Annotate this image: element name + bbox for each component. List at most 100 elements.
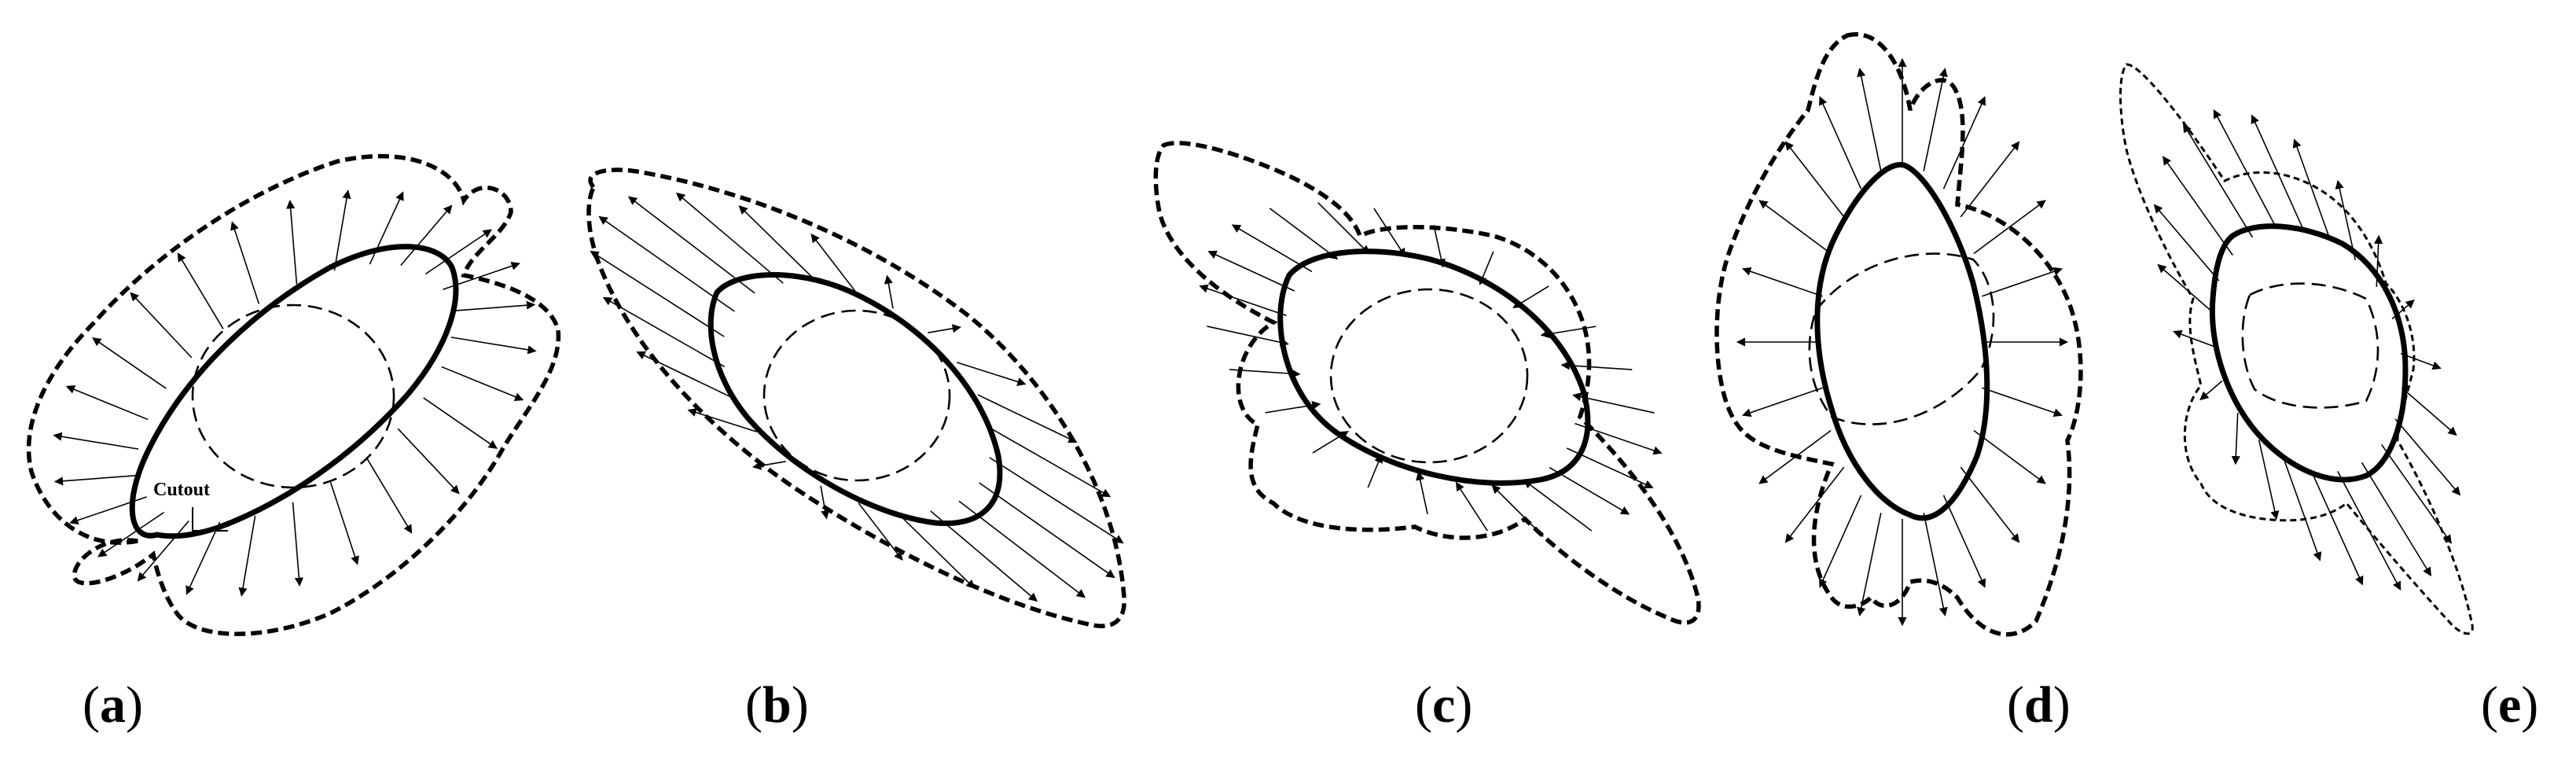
- panel-e-solid-cutout: [2209, 223, 2409, 483]
- stress-vector-arrow: [186, 521, 221, 595]
- stress-vector-arrow: [895, 511, 976, 589]
- stress-vector-arrow: [1857, 513, 1882, 616]
- stress-vector-arrow: [1819, 495, 1862, 588]
- stress-vector-arrow: [2258, 440, 2280, 521]
- stress-vector-arrow: [1784, 466, 1845, 543]
- panel-c-stress-outline: [1153, 141, 1701, 625]
- panel-c-solid-cutout: [1277, 248, 1591, 486]
- stress-vector-arrow: [2283, 459, 2322, 561]
- stress-vector-arrow: [53, 432, 139, 450]
- stress-vector-arrow: [400, 204, 453, 267]
- stress-vector-arrow: [92, 337, 167, 389]
- panel-a-inner-circle: [191, 304, 395, 489]
- stress-vector-arrow: [627, 196, 755, 294]
- stress-vector-arrow: [1923, 513, 1948, 616]
- stress-vector-arrow: [2292, 138, 2332, 241]
- stress-vector-arrow: [1455, 481, 1488, 532]
- panel-e: (e): [2119, 63, 2538, 734]
- stress-vector-arrow: [687, 408, 757, 432]
- stress-vector-arrow: [977, 394, 1078, 443]
- stress-vector-arrow: [1982, 267, 2063, 297]
- stress-vector-arrow: [1199, 284, 1287, 317]
- panel-label-d: (d): [2007, 676, 2071, 734]
- stress-vector-arrow: [2310, 469, 2364, 586]
- cutout-annotation-label: Cutout: [153, 480, 210, 500]
- stress-vector-arrow: [590, 250, 725, 337]
- stress-vector-arrow: [602, 296, 726, 368]
- stress-vector-arrow: [425, 229, 492, 275]
- stress-vector-arrow: [1207, 326, 1289, 347]
- stress-vector-arrow: [810, 234, 856, 292]
- stress-vector-arrow: [2157, 263, 2214, 313]
- panel-label-a: (a): [83, 676, 143, 734]
- panel-e-stress-outline: [2119, 63, 2474, 635]
- stress-vector-arrow: [2199, 380, 2223, 401]
- stress-vector-arrow: [2153, 204, 2220, 281]
- panel-e-vectors: [2153, 109, 2461, 591]
- stress-vector-arrow: [1960, 141, 2020, 218]
- stress-vector-arrow: [1942, 96, 1986, 190]
- stress-vector-arrow: [1758, 200, 1832, 255]
- stress-vector-arrow: [333, 190, 351, 271]
- stress-vector-arrow: [1923, 68, 1948, 171]
- stress-vector-arrow: [2163, 156, 2233, 256]
- stress-vector-arrow: [1373, 208, 1406, 258]
- stress-vector-arrow: [65, 385, 149, 421]
- stress-vector-arrow: [1973, 200, 2046, 255]
- stress-vector-arrow: [2182, 123, 2254, 238]
- stress-vector-arrow: [441, 366, 524, 401]
- stress-vector-arrow: [820, 485, 830, 520]
- stress-vector-arrow: [752, 461, 786, 470]
- panel-c-inner-circle: [1329, 288, 1529, 464]
- stress-vector-arrow: [1269, 208, 1339, 259]
- stress-vector-arrow: [423, 397, 498, 449]
- stress-vector-arrow: [676, 192, 784, 284]
- panel-d-inner-lens: [1808, 252, 1995, 425]
- stress-vector-arrow: [397, 428, 460, 495]
- stress-vector-arrow: [1367, 454, 1383, 488]
- panel-c: (c): [1153, 141, 1701, 734]
- stress-vector-arrow: [451, 300, 536, 312]
- stress-vector-arrow: [928, 324, 961, 333]
- stress-vector-arrow: [1742, 267, 1823, 297]
- stress-vector-arrow: [1982, 387, 2063, 418]
- panel-e-inner-lens: [2241, 282, 2379, 409]
- stress-vector-arrow: [2381, 443, 2452, 544]
- panel-b-solid-cutout: [707, 272, 1003, 527]
- stress-vector-arrow: [2251, 114, 2304, 230]
- stress-vector-arrow: [1416, 471, 1428, 515]
- panel-b-stress-outline: [586, 167, 1126, 628]
- stress-vector-arrow: [738, 205, 818, 283]
- panel-a: Cutout (a): [26, 153, 561, 734]
- stress-vector-arrow: [1819, 96, 1862, 190]
- stress-vector-arrow: [292, 502, 303, 587]
- stress-vector-arrow: [230, 221, 260, 304]
- stress-vector-arrow: [1942, 495, 1986, 588]
- stress-vector-arrow: [2361, 462, 2432, 576]
- stress-vector-arrow: [329, 482, 359, 565]
- panel-a-stress-outline: [26, 153, 561, 636]
- stress-vector-arrow: [238, 515, 256, 597]
- stress-vector-arrow: [2231, 413, 2240, 465]
- stress-vector-arrow: [988, 426, 1112, 498]
- stress-vector-arrow: [177, 252, 224, 329]
- panel-label-e: (e): [2481, 676, 2538, 734]
- stress-vector-arrow: [884, 274, 894, 309]
- panel-label-b: (b): [745, 676, 809, 734]
- panel-a-vectors: [53, 190, 537, 597]
- stress-vector-arrow: [369, 191, 404, 265]
- panel-b-inner-circle: [763, 309, 951, 482]
- stress-vector-arrow: [957, 362, 1027, 386]
- stress-vector-arrow: [1973, 429, 2046, 484]
- stress-vector-arrow: [2394, 418, 2461, 496]
- stress-vector-arrow: [1523, 480, 1593, 532]
- stress-vector-arrow: [2173, 329, 2214, 348]
- panel-a-solid-cutout: [129, 244, 459, 539]
- stress-vector-arrow: [1784, 141, 1845, 218]
- panel-label-c: (c): [1415, 676, 1472, 734]
- stress-vector-arrow: [2401, 387, 2457, 436]
- panel-b: (b): [586, 167, 1126, 734]
- stress-vector-arrow: [1549, 466, 1630, 515]
- stress-vector-arrow: [1207, 250, 1295, 292]
